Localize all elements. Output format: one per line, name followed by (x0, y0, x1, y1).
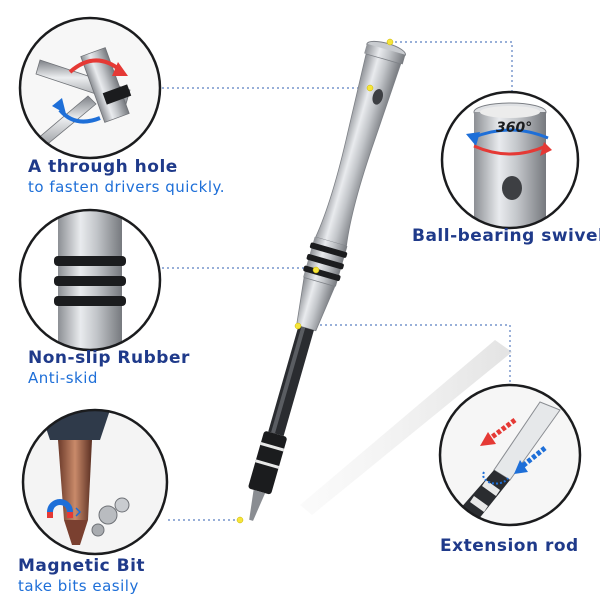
label-ball-bearing: Ball-bearing swivel (412, 226, 600, 246)
non-slip-title: Non-slip Rubber (28, 348, 190, 368)
label-extension: Extension rod (440, 536, 579, 556)
through-hole-title: A through hole (28, 157, 178, 177)
degree-label: 360° (496, 120, 532, 136)
feature-markers (236, 38, 394, 524)
marker-ball-bearing (386, 38, 394, 46)
label-magnetic: Magnetic Bit take bits easily (18, 556, 145, 596)
detail-circle-through-hole (18, 16, 162, 160)
label-non-slip: Non-slip Rubber Anti-skid (28, 348, 190, 388)
detail-circle-non-slip (18, 208, 162, 352)
marker-extension (294, 322, 302, 330)
magnetic-title: Magnetic Bit (18, 556, 146, 576)
extension-title: Extension rod (440, 536, 579, 556)
leader-line-ball-bearing (395, 41, 513, 92)
leader-line-extension (300, 324, 511, 384)
marker-magnetic (236, 516, 244, 524)
magnetic-subtitle: take bits easily (18, 577, 139, 595)
screwdriver (248, 40, 406, 521)
marker-non-slip (312, 266, 320, 274)
through-hole-subtitle: to fasten drivers quickly. (28, 178, 226, 196)
screwdriver-shadow (300, 340, 512, 515)
detail-circle-magnetic (21, 408, 169, 556)
ball-bearing-title: Ball-bearing swivel (412, 226, 600, 246)
magnet-icon (47, 499, 82, 518)
non-slip-subtitle: Anti-skid (28, 369, 98, 387)
extend-arrows (480, 417, 547, 485)
leader-lines (162, 41, 513, 521)
marker-through-hole (366, 84, 374, 92)
detail-circle-ball-bearing: 360° (440, 90, 580, 230)
detail-circle-extension (438, 383, 582, 527)
label-through-hole: A through hole to fasten drivers quickly… (28, 157, 225, 197)
